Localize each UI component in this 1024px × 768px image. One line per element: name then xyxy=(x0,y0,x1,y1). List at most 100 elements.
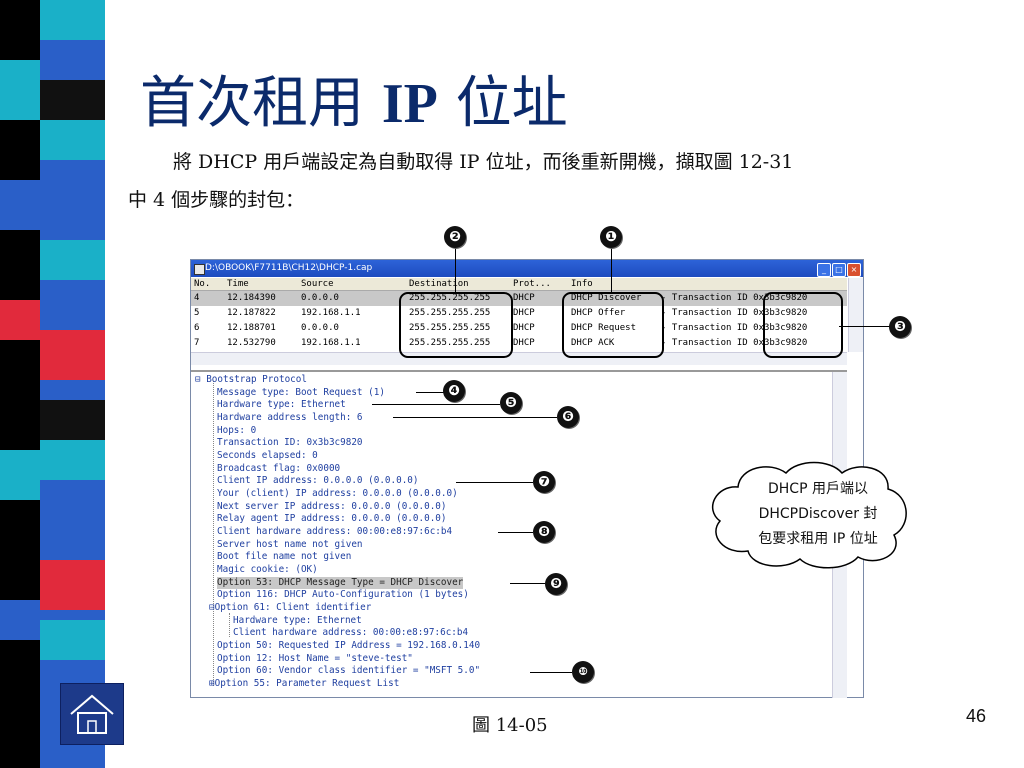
detail-line[interactable]: Option 12: Host Name = "steve-test" xyxy=(217,653,413,664)
packet-source: 192.168.1.1 xyxy=(301,338,361,348)
packet-transaction: - Transaction ID 0x3b3c9820 xyxy=(661,338,808,348)
packet-time: 12.188701 xyxy=(227,323,276,333)
decorative-color-strip xyxy=(0,0,105,768)
maximize-icon[interactable]: □ xyxy=(832,263,846,277)
detail-line[interactable]: Broadcast flag: 0x0000 xyxy=(217,463,341,474)
packet-list: 4 12.184390 0.0.0.0 255.255.255.255 DHCP… xyxy=(191,291,847,351)
packet-row[interactable]: 5 12.187822 192.168.1.1 255.255.255.255 … xyxy=(191,306,847,321)
packet-info: DHCP Request xyxy=(571,323,637,333)
detail-line[interactable]: Next server IP address: 0.0.0.0 (0.0.0.0… xyxy=(217,501,447,512)
callout-line xyxy=(372,404,500,405)
packet-row[interactable]: 6 12.188701 0.0.0.0 255.255.255.255 DHCP… xyxy=(191,321,847,336)
col-info[interactable]: Info xyxy=(571,279,593,289)
packet-source: 0.0.0.0 xyxy=(301,323,339,333)
col-time[interactable]: Time xyxy=(227,279,249,289)
title-text-ip: IP xyxy=(381,73,438,135)
callout-badge-5: ❺ xyxy=(500,392,522,414)
callout-line xyxy=(498,532,533,533)
callout-badge-3: ❸ xyxy=(889,316,911,338)
cloud-callout-shape xyxy=(711,461,907,569)
detail-line[interactable]: Magic cookie: (OK) xyxy=(217,564,318,575)
close-icon[interactable]: × xyxy=(847,263,861,277)
packet-destination: 255.255.255.255 xyxy=(409,323,491,333)
window-controls: _□× xyxy=(816,262,861,279)
transaction-highlight-box xyxy=(763,292,843,358)
packet-protocol: DHCP xyxy=(513,308,535,318)
callout-line xyxy=(510,583,545,584)
packet-transaction: - Transaction ID 0x3b3c9820 xyxy=(661,293,808,303)
window-title: D:\OBOOK\F7711B\CH12\DHCP-1.cap xyxy=(205,263,373,273)
packet-destination: 255.255.255.255 xyxy=(409,293,491,303)
destination-highlight-box xyxy=(399,292,513,358)
detail-line[interactable]: Hops: 0 xyxy=(217,425,257,436)
slide-title: 首次租用 IP 位址 xyxy=(140,58,568,139)
detail-line[interactable]: Option 116: DHCP Auto-Configuration (1 b… xyxy=(217,589,469,600)
detail-line[interactable]: Transaction ID: 0x3b3c9820 xyxy=(217,437,363,448)
packet-list-scrollbar[interactable] xyxy=(848,278,863,352)
packet-destination: 255.255.255.255 xyxy=(409,338,491,348)
packet-info: DHCP ACK xyxy=(571,338,615,348)
info-highlight-box xyxy=(562,292,664,358)
detail-line[interactable]: Server host name not given xyxy=(217,539,363,550)
col-protocol[interactable]: Prot... xyxy=(513,279,551,289)
cloud-note-line: DHCPDiscover 封 xyxy=(758,506,878,522)
detail-line[interactable]: ⊞Option 55: Parameter Request List xyxy=(209,678,400,689)
col-destination[interactable]: Destination xyxy=(409,279,469,289)
detail-line[interactable]: Client hardware address: 00:00:e8:97:6c:… xyxy=(233,627,469,638)
packet-row[interactable]: 4 12.184390 0.0.0.0 255.255.255.255 DHCP… xyxy=(191,291,847,306)
detail-line[interactable]: Client hardware address: 00:00:e8:97:6c:… xyxy=(217,526,453,537)
callout-badge-7: ❼ xyxy=(533,471,555,493)
col-no[interactable]: No. xyxy=(194,279,211,289)
col-source[interactable]: Source xyxy=(301,279,334,289)
callout-line xyxy=(839,326,891,327)
callout-badge-6: ❻ xyxy=(557,406,579,428)
home-button[interactable] xyxy=(60,683,124,745)
packet-destination: 255.255.255.255 xyxy=(409,308,491,318)
callout-badge-8: ❽ xyxy=(533,521,555,543)
paragraph-line-1: 將 DHCP 用戶端設定為自動取得 IP 位址，而後重新開機，擷取圖 12-31 xyxy=(173,151,794,173)
callout-line xyxy=(416,392,444,393)
callout-line xyxy=(393,417,557,418)
callout-line xyxy=(530,672,572,673)
tree-guide xyxy=(229,613,230,637)
horizontal-scrollbar[interactable] xyxy=(191,352,847,365)
detail-line[interactable]: Client IP address: 0.0.0.0 (0.0.0.0) xyxy=(217,475,419,486)
cloud-note: DHCP 用戶端以 DHCPDiscover 封 包要求租用 IP 位址 xyxy=(738,477,898,552)
packet-no: 5 xyxy=(194,308,200,318)
detail-line[interactable]: Boot file name not given xyxy=(217,551,352,562)
packet-detail-pane: ⊟ Bootstrap Protocol Message type: Boot … xyxy=(191,370,847,698)
detail-line[interactable]: ⊟ Bootstrap Protocol xyxy=(195,374,307,385)
detail-line[interactable]: Hardware type: Ethernet xyxy=(233,615,362,626)
packet-time: 12.184390 xyxy=(227,293,276,303)
packet-protocol: DHCP xyxy=(513,293,535,303)
packet-list-header: No. Time Source Destination Prot... Info xyxy=(191,278,847,291)
cloud-note-line: 包要求租用 IP 位址 xyxy=(758,531,878,547)
tree-guide xyxy=(213,381,214,686)
detail-line[interactable]: ⊟Option 61: Client identifier xyxy=(209,602,372,613)
paragraph-line-2: 中 4 個步驟的封包： xyxy=(128,189,305,211)
packet-no: 4 xyxy=(194,293,200,303)
packet-transaction: - Transaction ID 0x3b3c9820 xyxy=(661,323,808,333)
detail-line[interactable]: Your (client) IP address: 0.0.0.0 (0.0.0… xyxy=(217,488,458,499)
detail-line[interactable]: Seconds elapsed: 0 xyxy=(217,450,318,461)
packet-protocol: DHCP xyxy=(513,323,535,333)
detail-line[interactable]: Hardware address length: 6 xyxy=(217,412,363,423)
window-titlebar: D:\OBOOK\F7711B\CH12\DHCP-1.cap _□× xyxy=(191,260,863,277)
callout-badge-9: ❾ xyxy=(545,573,567,595)
page-number: 46 xyxy=(966,706,987,726)
detail-line-selected[interactable]: Option 53: DHCP Message Type = DHCP Disc… xyxy=(217,577,464,589)
detail-line[interactable]: Option 50: Requested IP Address = 192.16… xyxy=(217,640,481,651)
minimize-icon[interactable]: _ xyxy=(817,263,831,277)
packet-row[interactable]: 7 12.532790 192.168.1.1 255.255.255.255 … xyxy=(191,336,847,351)
detail-line[interactable]: Hardware type: Ethernet xyxy=(217,399,346,410)
home-icon xyxy=(70,694,114,734)
detail-line[interactable]: Relay agent IP address: 0.0.0.0 (0.0.0.0… xyxy=(217,513,447,524)
packet-info: DHCP Discover xyxy=(571,293,642,303)
callout-line xyxy=(611,247,612,293)
app-icon xyxy=(194,264,205,275)
detail-line[interactable]: Option 60: Vendor class identifier = "MS… xyxy=(217,665,481,676)
packet-time: 12.187822 xyxy=(227,308,276,318)
packet-protocol: DHCP xyxy=(513,338,535,348)
detail-line[interactable]: Message type: Boot Request (1) xyxy=(217,387,385,398)
packet-source: 0.0.0.0 xyxy=(301,293,339,303)
